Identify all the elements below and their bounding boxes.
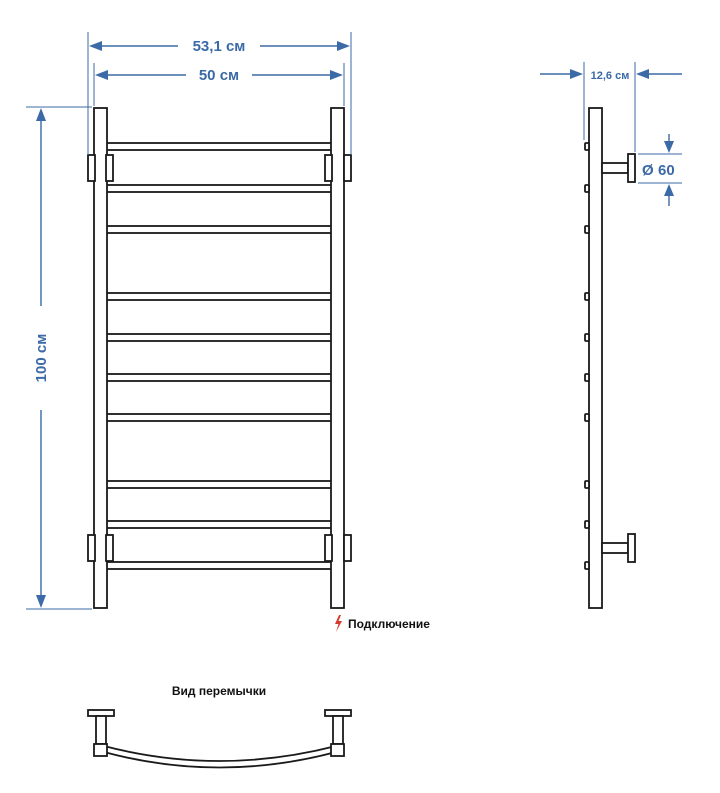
curved-bridge [103,744,337,769]
height-label: 100 см [33,334,50,383]
right-post [330,107,345,609]
front-dimensions: 53,1 см 50 см 100 см [26,32,352,610]
wall-mount-arm [601,542,629,554]
depth-label: 12,6 см [591,70,630,82]
connection-label: Подключение [348,617,430,631]
rung [105,292,333,301]
bridge-left-stem [95,715,107,745]
bracket [87,154,96,182]
rungs [105,142,333,570]
bridge-left-plate [87,709,115,717]
rung [105,480,333,489]
bridge-left-end [93,743,108,757]
bracket [324,154,333,182]
diameter-label: 60 [658,162,675,179]
outer-width-label: 53,1 см [193,38,246,55]
connection-note: Подключение [335,615,430,632]
bridge-view-label: Вид перемычки [172,684,266,698]
wall-brackets [87,154,352,562]
bridge-right-plate [324,709,352,717]
lightning-bolt-icon [335,615,342,632]
bracket [343,154,352,182]
side-dimensions: 12,6 см Ø 60 [540,62,682,206]
rung [105,333,333,342]
bracket [105,534,114,562]
rung [105,413,333,422]
front-view [87,107,352,609]
rung [105,561,333,570]
side-post [588,107,603,609]
left-post [93,107,108,609]
wall-mount-plate [627,533,636,563]
wall-mount-plate [627,153,636,183]
rung [105,142,333,151]
rung-stubs [584,142,590,570]
bridge-right-end [330,743,345,757]
diameter-symbol: Ø [642,162,654,179]
inner-width-label: 50 см [199,67,239,84]
bridge-right-stem [332,715,344,745]
wall-mount-arm [601,162,629,174]
bracket [105,154,114,182]
rung [105,225,333,234]
rung [105,373,333,382]
bracket [343,534,352,562]
rung [105,520,333,529]
bracket [324,534,333,562]
side-view [584,107,636,609]
rung [105,184,333,193]
bridge-view: Вид перемычки [87,684,352,769]
bracket [87,534,96,562]
